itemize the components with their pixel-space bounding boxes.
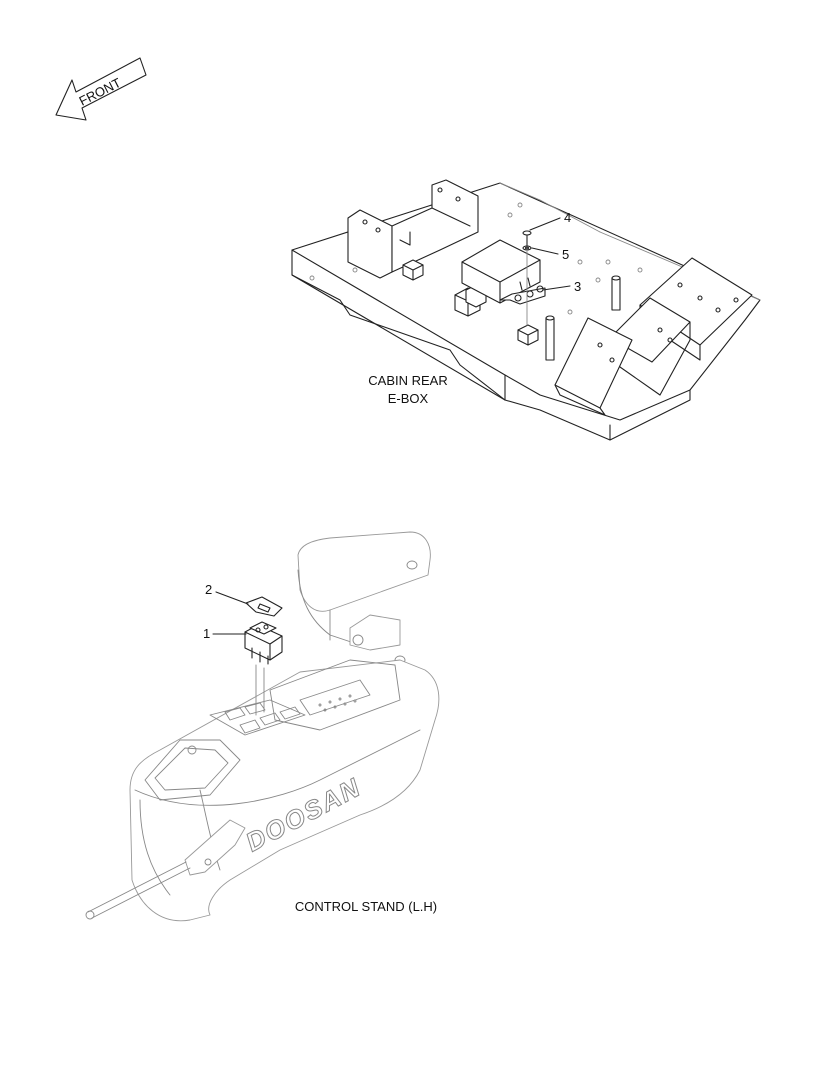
- front-direction-arrow: FRONT: [55, 57, 147, 121]
- callout-2: 2: [205, 582, 212, 597]
- control-stand-label: CONTROL STAND (L.H): [295, 899, 437, 914]
- control-lever: [184, 819, 246, 876]
- callout-3: 3: [574, 279, 581, 294]
- callout-1: 1: [203, 626, 210, 641]
- washer: [522, 245, 532, 251]
- console-body: [129, 659, 440, 922]
- screw: [522, 230, 532, 247]
- callout-4: 4: [564, 210, 571, 225]
- callout-5: 5: [562, 247, 569, 262]
- switch-cap: [245, 596, 283, 617]
- front-arrow-label: FRONT: [77, 75, 124, 109]
- armrest: [297, 531, 431, 612]
- control-stand-assembly: DOOSAN 2 1 CONTROL STAND (L.H): [85, 531, 440, 922]
- cabin-rear-ebox-assembly: 4 5 3 CABIN REAR E-BOX: [291, 179, 761, 441]
- rocker-switch: [244, 621, 283, 665]
- ebox-unit: [461, 239, 546, 305]
- ebox-label: E-BOX: [388, 391, 429, 406]
- cabin-rear-label: CABIN REAR: [368, 373, 447, 388]
